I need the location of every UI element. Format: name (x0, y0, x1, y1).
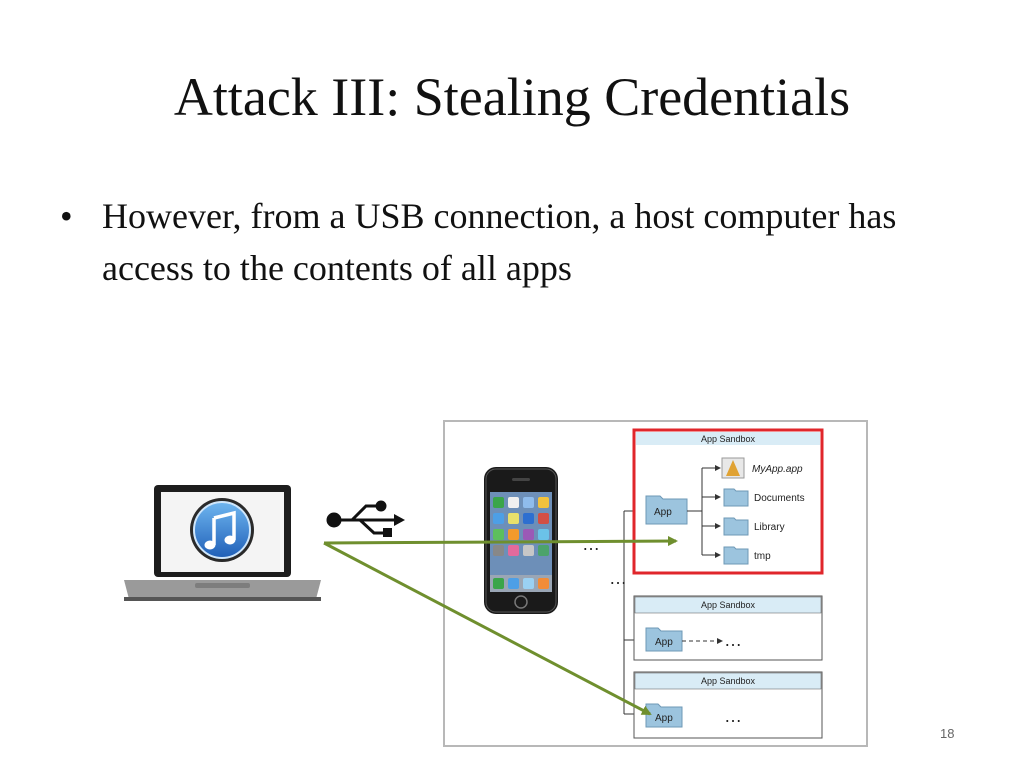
sandbox-title: App Sandbox (701, 600, 756, 610)
folder-icon (723, 488, 749, 507)
sandbox-root-label: App (655, 637, 673, 648)
folder-icon (645, 703, 683, 728)
tree-item-documents: Documents (754, 493, 805, 504)
sandbox-root-label: App (655, 713, 673, 724)
app-sandbox: App Sandbox App … (633, 671, 823, 739)
ellipsis-side: … (609, 568, 627, 588)
tree-item-library: Library (754, 522, 785, 533)
sandbox-title: App Sandbox (701, 676, 756, 686)
folder-icon (723, 517, 749, 536)
app-sandbox-highlighted: App Sandbox App MyApp.app Documents Libr… (632, 428, 824, 575)
laptop-icon (124, 485, 321, 601)
ellipsis-between: … (582, 534, 600, 554)
bullet-dot: • (60, 196, 73, 236)
access-arrow (323, 541, 652, 716)
bullet-list: • However, from a USB connection, a host… (60, 190, 960, 294)
folder-icon (645, 495, 688, 525)
itunes-icon (190, 498, 254, 562)
page-number: 18 (940, 726, 955, 741)
access-arrows (323, 536, 678, 716)
tree-item-tmp: tmp (754, 551, 771, 562)
sandbox-ellipsis: … (724, 630, 742, 650)
slide-title: Attack III: Stealing Credentials (173, 67, 851, 127)
access-arrow (323, 536, 678, 547)
folder-icon (645, 627, 683, 652)
sandbox-ellipsis: … (724, 706, 742, 726)
sandbox-title: App Sandbox (701, 434, 756, 444)
app-sandbox: App Sandbox App … (633, 595, 823, 661)
usb-icon (326, 500, 405, 537)
folder-icon (723, 546, 749, 565)
tree-item-myapp: MyApp.app (752, 464, 803, 475)
bullet-text: However, from a USB connection, a host c… (102, 196, 897, 288)
sandbox-root-label: App (654, 507, 672, 518)
app-bundle-icon (721, 457, 745, 479)
bullet-item: • However, from a USB connection, a host… (60, 190, 960, 294)
